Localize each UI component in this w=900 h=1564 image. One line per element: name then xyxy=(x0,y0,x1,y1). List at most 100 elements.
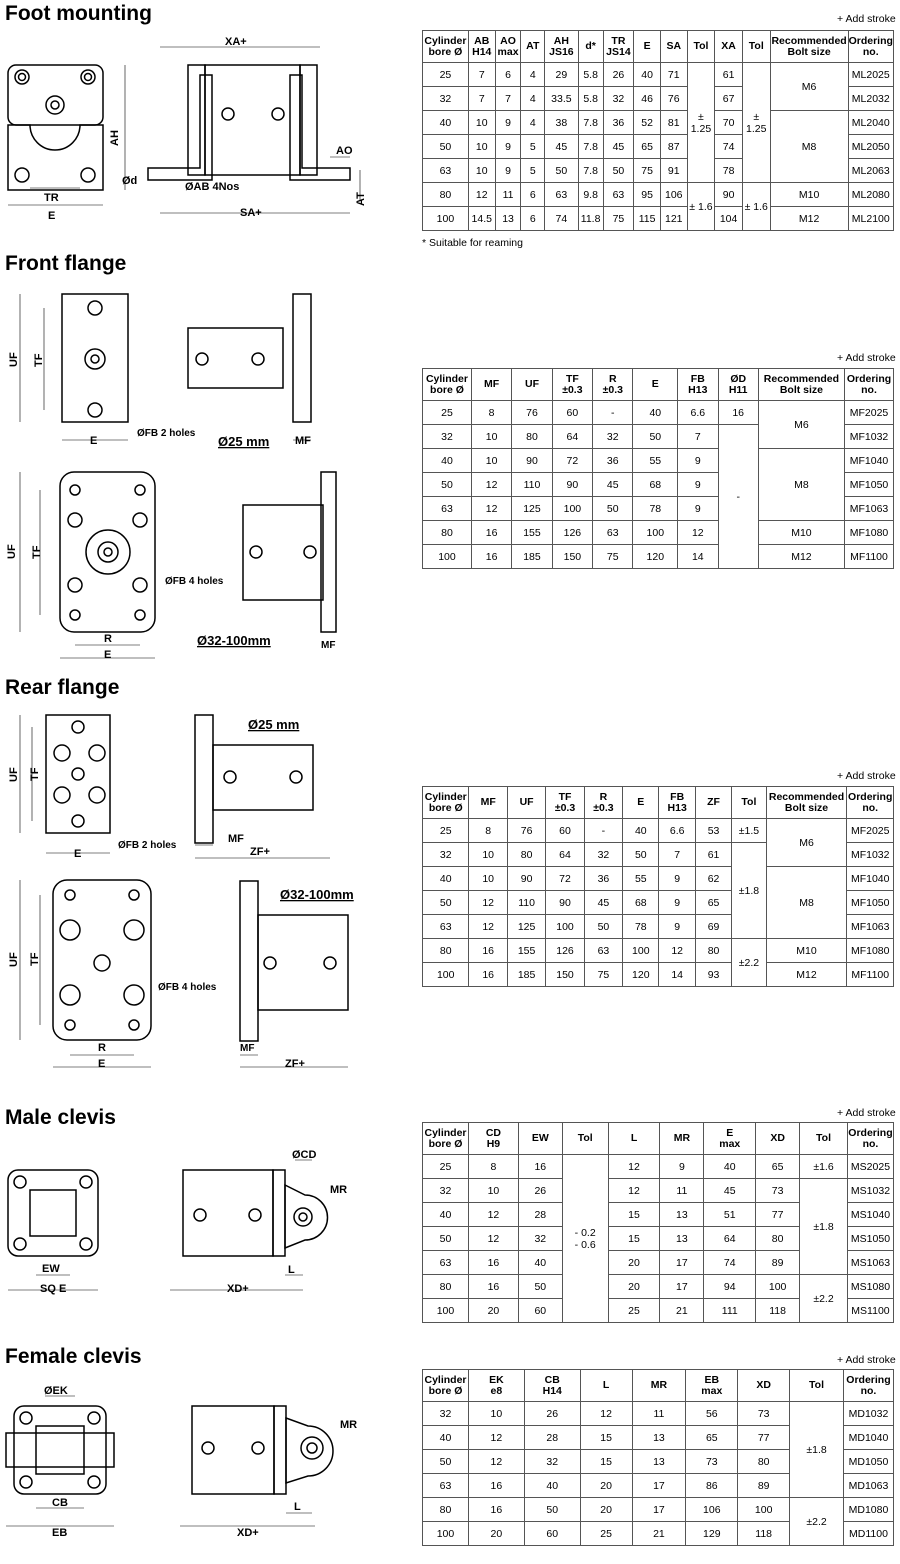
foot-footnote: * Suitable for reaming xyxy=(422,237,523,249)
foot-label-ao: AO xyxy=(336,145,353,157)
male-label-cd: ØCD xyxy=(292,1149,317,1161)
front-label-d25: Ø25 mm xyxy=(218,434,269,449)
foot-h11: Tol xyxy=(741,30,771,63)
foot-h8: SA xyxy=(659,30,688,63)
foot-label-ab: ØAB 4Nos xyxy=(185,181,239,193)
female-label-xd: XD+ xyxy=(237,1527,259,1539)
rear-label-d25: Ø25 mm xyxy=(248,717,299,732)
foot-label-ah: AH xyxy=(109,130,121,146)
rear-title: Rear flange xyxy=(5,676,120,699)
foot-label-d: Ød xyxy=(122,175,137,187)
foot-h7: E xyxy=(633,30,661,63)
female-label-l: L xyxy=(294,1501,301,1513)
rear-label-uf: UF xyxy=(8,767,20,782)
rear-label-e2: E xyxy=(98,1058,105,1070)
foot-label-at: AT xyxy=(355,192,367,206)
foot-label-sa: SA+ xyxy=(240,207,262,219)
rear-add-stroke: + Add stroke xyxy=(837,770,896,782)
male-label-xd: XD+ xyxy=(227,1283,249,1295)
female-title: Female clevis xyxy=(5,1345,142,1368)
foot-h3: AT xyxy=(520,30,546,63)
female-label-eb: EB xyxy=(52,1527,67,1539)
rear-label-tf2: TF xyxy=(29,952,41,966)
foot-label-tr: TR xyxy=(44,192,59,204)
rear-label-tf: TF xyxy=(29,767,41,781)
male-add-stroke: + Add stroke xyxy=(837,1107,896,1119)
foot-h10: XA xyxy=(714,30,743,63)
front-label-fb2: ØFB 2 holes xyxy=(137,428,196,439)
front-add-stroke: + Add stroke xyxy=(837,352,896,364)
female-drawing: ØEK MR CB EB L XD+ xyxy=(5,1385,357,1539)
male-label-ew: EW xyxy=(42,1263,60,1275)
front-label-fb4: ØFB 4 holes xyxy=(165,576,224,587)
female-add-stroke: + Add stroke xyxy=(837,1354,896,1366)
front-label-mf: MF xyxy=(295,435,311,447)
female-label-ek: ØEK xyxy=(44,1385,68,1397)
foot-drawing: XA+ AH Ød TR E ØAB 4Nos SA+ AO AT xyxy=(7,36,367,222)
male-drawing: ØCD MR EW SQ E L XD+ xyxy=(7,1149,347,1295)
rear-label-fb2: ØFB 2 holes xyxy=(118,840,177,851)
rear-label-r: R xyxy=(98,1042,106,1054)
male-label-l: L xyxy=(288,1264,295,1276)
front-label-r: R xyxy=(104,633,112,645)
rear-label-mf: MF xyxy=(228,833,244,845)
rear-label-fb4: ØFB 4 holes xyxy=(158,982,217,993)
foot-add-stroke: + Add stroke xyxy=(837,13,896,25)
rear-label-uf2: UF xyxy=(8,952,20,967)
front-label-uf2: UF xyxy=(6,544,18,559)
foot-h9: Tol xyxy=(686,30,716,63)
front-label-e: E xyxy=(90,435,97,447)
front-label-mf2: MF xyxy=(321,640,335,651)
front-label-tf: TF xyxy=(33,353,45,367)
male-title: Male clevis xyxy=(5,1106,116,1129)
front-label-uf: UF xyxy=(8,352,20,367)
rear-label-mf2: MF xyxy=(240,1043,254,1054)
rear-drawing: UF TF ØFB 2 holes E Ø25 mm MF ZF+ Ø32-10… xyxy=(8,714,354,1070)
male-label-mr: MR xyxy=(330,1184,347,1196)
rear-label-zf2: ZF+ xyxy=(285,1058,305,1070)
rear-label-e: E xyxy=(74,848,81,860)
